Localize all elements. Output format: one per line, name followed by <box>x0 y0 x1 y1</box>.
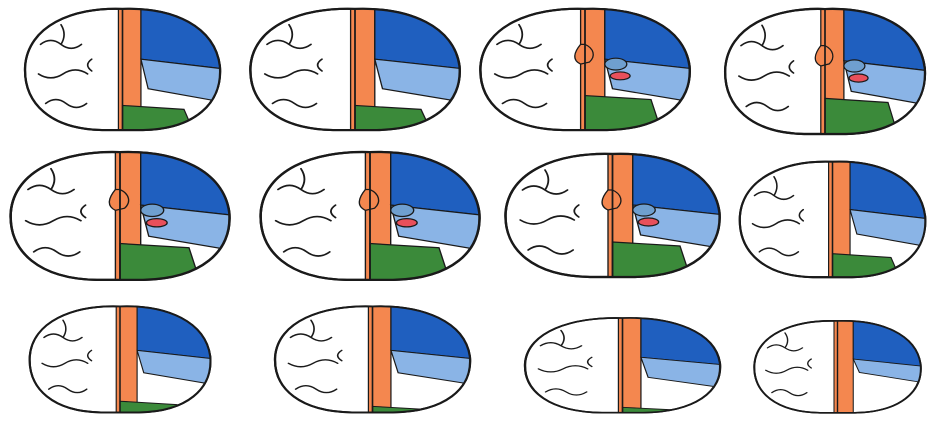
region-deep <box>638 218 658 226</box>
brain-slice-1-4 <box>720 5 930 137</box>
region-posterior <box>613 242 692 280</box>
brain-slice-1-1 <box>20 5 225 133</box>
region-middle <box>641 315 725 365</box>
region-deep <box>849 74 868 82</box>
ventricle <box>109 190 128 211</box>
region-deep-light <box>633 204 656 216</box>
region-posterior <box>825 98 899 137</box>
region-posterior <box>585 96 662 133</box>
brain-slice-2-4 <box>735 158 930 280</box>
region-posterior <box>370 244 451 283</box>
region-middle <box>141 5 225 69</box>
brain-slice-3-3 <box>520 315 725 415</box>
region-deep <box>610 72 630 80</box>
ventricle <box>575 44 593 64</box>
region-deep-light <box>391 204 414 216</box>
brain-slice-1-2 <box>245 5 465 133</box>
region-middle <box>375 5 465 69</box>
region-middle <box>850 158 930 219</box>
region-middle <box>137 303 215 359</box>
brain-slice-2-1 <box>5 148 235 283</box>
region-posterior <box>120 244 201 283</box>
region-deep <box>146 219 167 227</box>
ventricle <box>602 190 621 210</box>
brain-slice-3-2 <box>270 303 475 415</box>
ventricle <box>815 46 833 66</box>
brain-slice-3-1 <box>25 303 215 415</box>
brain-slice-2-3 <box>500 150 725 280</box>
region-deep-light <box>605 58 627 70</box>
brain-slice-3-4 <box>750 318 925 415</box>
brain-slice-1-3 <box>475 5 695 133</box>
region-deep-light <box>141 204 164 216</box>
ventricle <box>359 190 378 211</box>
region-deep-light <box>844 60 865 72</box>
region-middle <box>391 303 475 359</box>
brain-slice-2-2 <box>255 148 485 283</box>
region-deep <box>396 219 417 227</box>
